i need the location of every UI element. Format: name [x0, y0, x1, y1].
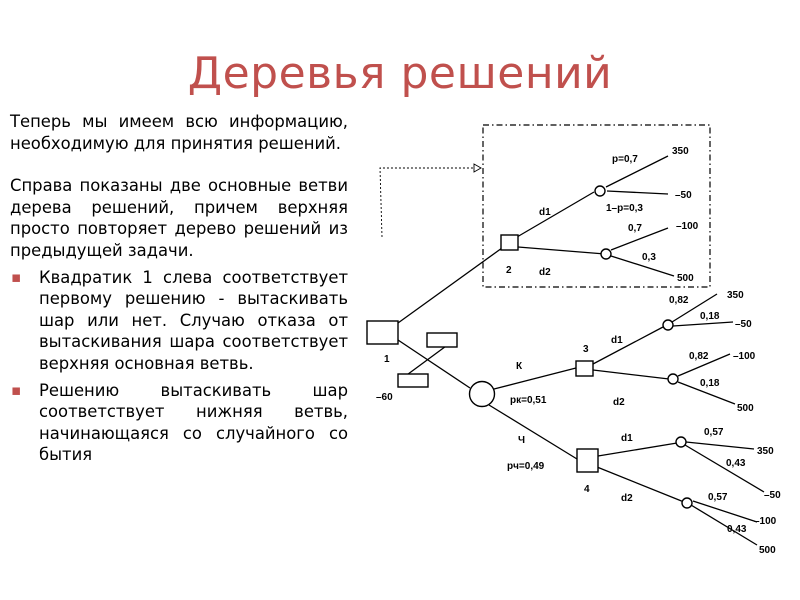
branch-line [610, 255, 675, 277]
branch-label: К [516, 361, 523, 372]
payoff-value: 500 [677, 273, 694, 284]
decision-tree: 1 –60 2 d1 d2 p=0,7 1–p=0,3 350 –50 0,7 … [366, 124, 781, 556]
branch-line [685, 441, 755, 450]
probability-label: 0,82 [689, 351, 709, 362]
probability-label: 0,57 [708, 492, 728, 503]
branch-line [606, 190, 669, 195]
node-value: –60 [376, 392, 393, 403]
highlight-frame [482, 124, 711, 288]
payoff-value: 350 [757, 446, 774, 457]
slide-title: Деревья решений [187, 48, 613, 99]
chance-node [600, 248, 612, 260]
bullet-item: ▪ Решению вытаскивать шар соответствует … [10, 380, 348, 466]
connector-arrow [473, 163, 482, 173]
branch-line [692, 500, 758, 523]
probability-label: p=0,7 [612, 154, 638, 165]
body-text: Теперь мы имеем всю информацию, необходи… [10, 111, 348, 466]
payoff-value: –100 [676, 221, 699, 232]
branch-line [605, 155, 669, 188]
payoff-value: 500 [737, 403, 754, 414]
payoff-value: –50 [675, 190, 692, 201]
probability-label: pч=0,49 [507, 461, 545, 472]
chance-node-main [468, 380, 496, 408]
branch-line [672, 321, 734, 327]
branch-line [592, 326, 664, 365]
chance-node [662, 319, 674, 331]
decision-label: d2 [539, 267, 551, 278]
branch-line [690, 504, 758, 546]
branch-line [671, 293, 718, 323]
decision-node-2 [500, 234, 519, 251]
payoff-value: –100 [733, 351, 756, 362]
probability-label: 0,3 [642, 252, 656, 263]
node-label: 1 [384, 354, 390, 365]
branch-line [488, 404, 578, 460]
probability-label: 0,43 [727, 524, 747, 535]
bullet-marker: ▪ [11, 267, 22, 286]
decision-label: d1 [611, 335, 623, 346]
paragraph: Теперь мы имеем всю информацию, необходи… [10, 112, 348, 153]
payoff-value: –50 [764, 490, 781, 501]
payoff-value: –50 [735, 319, 752, 330]
decision-node-small [397, 373, 429, 388]
branch-line [610, 227, 669, 251]
payoff-value: 500 [759, 545, 776, 556]
decision-label: d2 [613, 397, 625, 408]
chance-node [681, 497, 693, 509]
decision-label: d1 [621, 433, 633, 444]
probability-label: 0,18 [700, 311, 720, 322]
probability-label: pк=0,51 [510, 395, 547, 406]
branch-line [397, 339, 471, 389]
bullet-item: ▪ Квадратик 1 слева соответствует первом… [10, 267, 348, 375]
decision-node-small [426, 332, 458, 348]
connector-line [379, 167, 474, 238]
probability-label: 0,82 [669, 295, 689, 306]
branch-line [592, 369, 670, 380]
decision-label: d2 [621, 493, 633, 504]
branch-line [677, 353, 731, 377]
chance-node [594, 185, 606, 197]
probability-label: 0,7 [628, 223, 642, 234]
branch-line [597, 442, 678, 457]
node-label: 2 [506, 265, 512, 276]
payoff-value: 350 [727, 290, 744, 301]
chance-node [675, 436, 687, 448]
probability-label: 1–p=0,3 [606, 203, 643, 214]
probability-label: 0,43 [726, 458, 746, 469]
branch-line [517, 246, 606, 255]
bullet-text: Решению вытаскивать шар соответствует ни… [39, 380, 348, 465]
paragraph: Справа показаны две основные ветви дерев… [10, 176, 348, 260]
branch-line [596, 466, 685, 503]
probability-label: 0,57 [704, 427, 724, 438]
bullet-marker: ▪ [11, 380, 22, 399]
branch-line [516, 191, 595, 238]
branch-line [684, 444, 765, 493]
payoff-value: –100 [754, 516, 777, 527]
branch-line [397, 247, 503, 324]
probability-label: 0,18 [700, 378, 720, 389]
node-label: 4 [584, 484, 590, 495]
decision-node-4 [576, 448, 599, 473]
decision-node-1 [366, 320, 399, 345]
node-label: 3 [583, 344, 589, 355]
payoff-value: 350 [672, 146, 689, 157]
bullet-text: Квадратик 1 слева соответствует первому … [39, 267, 348, 373]
branch-line [677, 381, 736, 405]
branch-label: Ч [518, 435, 525, 446]
chance-node [667, 373, 679, 385]
decision-label: d1 [539, 207, 551, 218]
decision-node-3 [575, 360, 594, 377]
branch-line [493, 367, 577, 390]
